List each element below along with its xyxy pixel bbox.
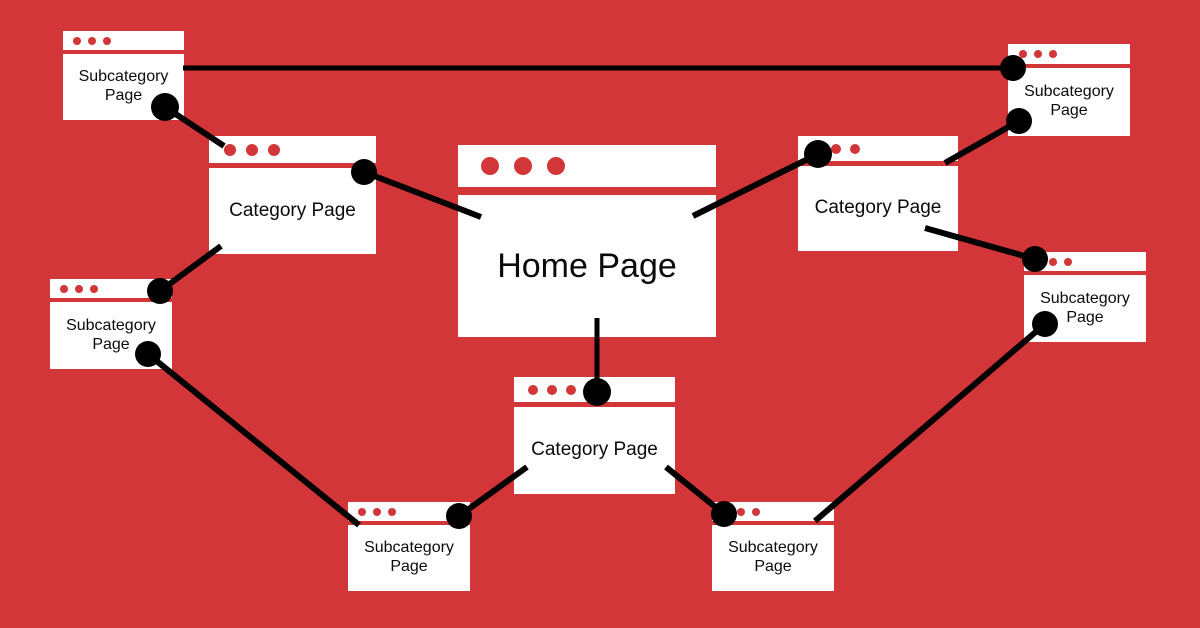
window-control-dot-1-icon (73, 36, 81, 45)
card-body: Category Page (209, 168, 376, 254)
card-titlebar (63, 31, 184, 50)
window-control-dot-1-icon (1019, 50, 1027, 58)
window-control-dot-2-icon (246, 143, 258, 156)
card-titlebar-divider (209, 163, 376, 168)
window-control-dot-3-icon (1064, 257, 1072, 266)
window-control-dot-3-icon (103, 36, 111, 45)
window-control-dot-1-icon (358, 507, 366, 516)
window-control-dot-1-icon (812, 143, 822, 154)
window-control-dot-1-icon (60, 284, 68, 293)
page-card-category-right[interactable]: Category Page (798, 136, 958, 251)
card-label: Home Page (497, 246, 677, 285)
window-control-dot-2-icon (75, 284, 83, 293)
card-titlebar-divider (50, 298, 172, 302)
card-label: Category Page (531, 439, 658, 461)
window-control-dot-3-icon (1049, 50, 1057, 58)
window-control-dot-2-icon (1034, 50, 1042, 58)
card-titlebar-divider (1008, 64, 1130, 68)
card-body: Category Page (798, 166, 958, 251)
card-titlebar (348, 502, 470, 521)
window-control-dot-2-icon (737, 507, 745, 516)
card-titlebar (50, 279, 172, 298)
card-titlebar-divider (458, 187, 716, 195)
card-titlebar-divider (798, 161, 958, 166)
window-control-dot-2-icon (373, 507, 381, 516)
card-body: Home Page (458, 195, 716, 337)
card-titlebar (514, 377, 675, 402)
card-titlebar (1024, 252, 1146, 271)
card-label: Category Page (814, 197, 942, 219)
card-titlebar (458, 145, 716, 187)
card-titlebar (1008, 44, 1130, 64)
page-card-home[interactable]: Home Page (458, 145, 716, 337)
window-control-dot-1-icon (528, 384, 538, 395)
window-control-dot-3-icon (547, 157, 565, 175)
window-control-dot-3-icon (566, 384, 576, 395)
card-body: Category Page (514, 407, 675, 494)
window-control-dot-3-icon (388, 507, 396, 516)
window-control-dot-3-icon (752, 507, 760, 516)
card-titlebar-divider (348, 521, 470, 525)
page-card-category-bottom[interactable]: Category Page (514, 377, 675, 494)
window-control-dot-1-icon (481, 157, 499, 175)
window-control-dot-3-icon (268, 143, 280, 156)
window-control-dot-2-icon (831, 143, 841, 154)
card-titlebar-divider (63, 50, 184, 54)
card-titlebar (798, 136, 958, 161)
window-control-dot-1-icon (224, 143, 236, 156)
card-titlebar-divider (1024, 271, 1146, 275)
card-titlebar-divider (712, 521, 834, 525)
card-titlebar (712, 502, 834, 521)
card-titlebar (209, 136, 376, 163)
window-control-dot-3-icon (850, 143, 860, 154)
window-control-dot-3-icon (90, 284, 98, 293)
page-card-category-left[interactable]: Category Page (209, 136, 376, 254)
window-control-dot-1-icon (1034, 257, 1042, 266)
window-control-dot-2-icon (1049, 257, 1057, 266)
card-label: Category Page (229, 199, 356, 221)
window-control-dot-1-icon (722, 507, 730, 516)
window-control-dot-2-icon (88, 36, 96, 45)
window-control-dot-2-icon (547, 384, 557, 395)
window-control-dot-2-icon (514, 157, 532, 175)
